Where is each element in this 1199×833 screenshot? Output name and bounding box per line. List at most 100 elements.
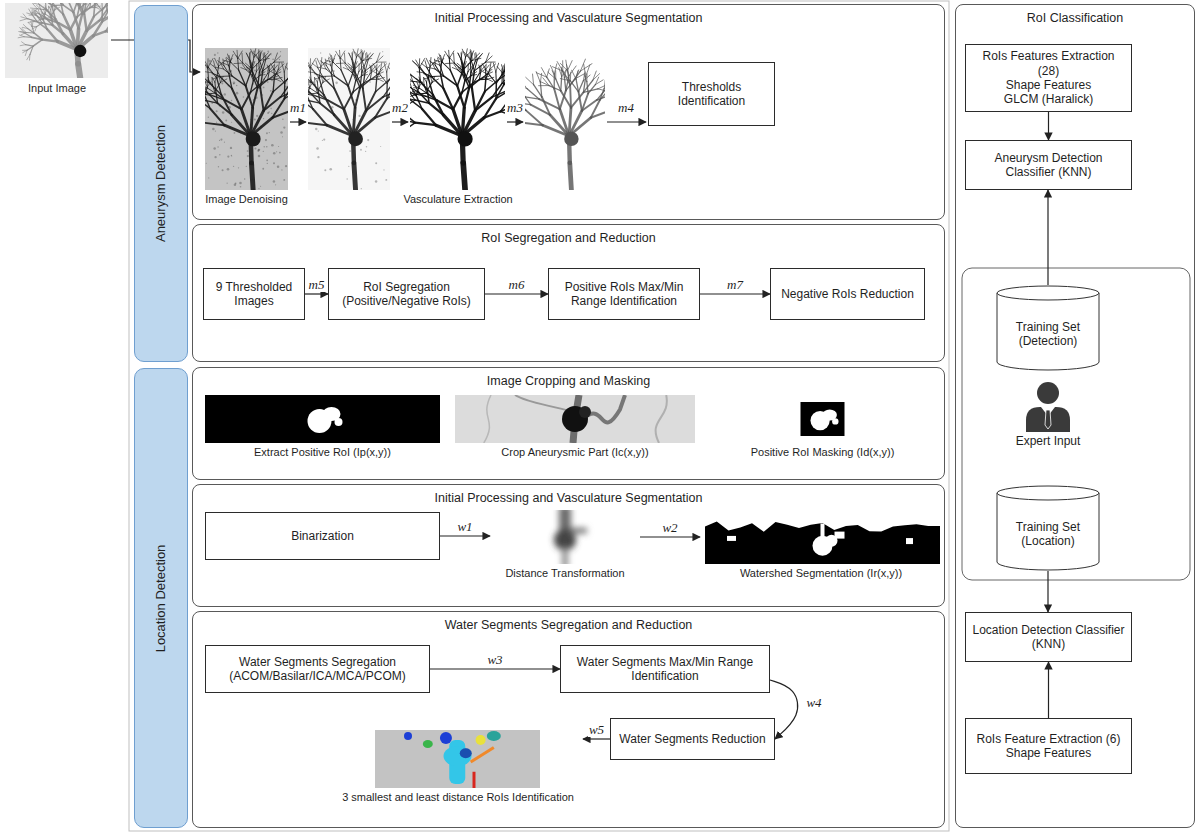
drawing-part xyxy=(205,90,207,93)
drawing-part xyxy=(233,166,234,167)
step-label: m4 xyxy=(617,101,635,115)
drawing-part xyxy=(279,152,281,154)
section-panel: Initial Processing and Vasculature Segme… xyxy=(192,484,945,607)
drawing-part xyxy=(997,286,1099,300)
drawing-part xyxy=(471,747,494,762)
drawing-part xyxy=(19,35,24,37)
drawing-part xyxy=(997,486,1099,500)
drawing-part xyxy=(52,7,55,19)
edge-label: w2 xyxy=(661,521,678,535)
drawing-part xyxy=(449,51,454,59)
drawing-part xyxy=(486,56,493,62)
drawing-part xyxy=(260,88,263,110)
drawing-part xyxy=(256,54,260,60)
process-box: Water Segments Segregation (ACOM/Basilar… xyxy=(205,645,430,693)
drawing-part xyxy=(252,52,258,60)
drawing-part xyxy=(384,63,386,72)
drawing-part xyxy=(348,63,353,67)
drawing-part xyxy=(474,54,476,61)
drawing-part xyxy=(239,70,246,86)
drawing-part xyxy=(453,53,455,63)
drawing-part xyxy=(336,63,345,64)
drawing-part xyxy=(238,167,239,168)
drawing-part xyxy=(444,746,472,766)
drawing-part xyxy=(267,163,268,164)
drawing-part xyxy=(570,72,571,81)
drawing-part xyxy=(335,418,343,426)
process-box: Positive RoIs Max/Min Range Identificati… xyxy=(548,268,700,320)
drawing-part xyxy=(231,100,233,102)
drawing-part xyxy=(501,65,503,73)
drawing-part xyxy=(227,54,230,62)
drawing-part xyxy=(378,79,383,81)
drawing-part xyxy=(241,53,243,63)
drawing-part xyxy=(73,12,78,28)
drawing-part xyxy=(20,19,27,21)
drawing-part xyxy=(244,178,245,179)
drawing-part xyxy=(586,74,587,82)
stage-band: Aneurysm Detection xyxy=(134,5,188,362)
drawing-part xyxy=(271,54,272,55)
drawing-part xyxy=(428,67,435,69)
drawing-part xyxy=(108,7,109,11)
drawing-part xyxy=(331,65,335,76)
label-holder: w1 xyxy=(456,520,473,534)
drawing-part xyxy=(22,42,26,45)
drawing-part xyxy=(474,62,485,71)
drawing-part xyxy=(428,78,433,95)
drawing-part xyxy=(231,155,232,156)
edge-label: m7 xyxy=(726,278,744,292)
drawing-part xyxy=(412,61,419,68)
drawing-part xyxy=(576,71,578,80)
drawing-part xyxy=(348,86,355,108)
drawing-part xyxy=(222,111,224,113)
drawing-part xyxy=(205,82,207,92)
box-label: Positive RoIs Max/Min Range Identificati… xyxy=(555,280,693,309)
edge-label: m6 xyxy=(508,278,526,292)
drawing-part xyxy=(308,90,310,93)
drawing-part xyxy=(310,79,315,84)
drawing-part xyxy=(527,89,539,99)
drawing-part xyxy=(504,64,505,72)
drawing-part xyxy=(237,59,239,70)
angiogram-image xyxy=(5,3,108,78)
drawing-part xyxy=(63,14,70,29)
drawing-part xyxy=(217,52,218,53)
drawing-part xyxy=(525,79,527,89)
cylinder-label: Training Set (Location) xyxy=(1002,520,1094,549)
image-panel: Crop Aneurysmic Part (Ic(x,y)) xyxy=(455,393,695,463)
drawing-part xyxy=(381,75,388,83)
drawing-part xyxy=(36,10,39,14)
drawing-part xyxy=(318,93,328,100)
image-caption: Image Denoising xyxy=(200,193,293,206)
drawing-part xyxy=(205,93,215,94)
drawing-part xyxy=(543,78,549,86)
drawing-part xyxy=(217,146,218,147)
drawing-part xyxy=(216,122,217,123)
drawing-part xyxy=(335,82,338,85)
section-title: Image Cropping and Masking xyxy=(193,368,944,389)
drawing-part xyxy=(233,51,237,58)
drawing-part xyxy=(316,147,319,150)
drawing-part xyxy=(569,85,572,108)
box-label: Negative RoIs Reduction xyxy=(781,287,914,301)
cylinder-label: Training Set (Detection) xyxy=(1002,320,1094,349)
step-label: m3 xyxy=(506,101,524,115)
angiogram-image xyxy=(308,48,390,190)
drawing-part xyxy=(33,4,38,9)
process-box: RoI Segregation (Positive/Negative RoIs) xyxy=(328,268,485,320)
drawing-part xyxy=(205,48,288,190)
drawing-part xyxy=(213,61,215,68)
drawing-part xyxy=(272,58,274,60)
drawing-part xyxy=(476,735,486,745)
drawing-part xyxy=(264,53,266,60)
drawing-part xyxy=(277,165,279,167)
masked-image xyxy=(705,395,940,443)
drawing-part xyxy=(265,139,267,141)
drawing-part xyxy=(5,3,108,78)
drawing-part xyxy=(424,85,427,94)
drawing-part xyxy=(318,131,319,132)
drawing-part xyxy=(354,163,356,190)
drawing-part xyxy=(427,93,437,100)
box-label: Shape Features xyxy=(1006,78,1091,92)
